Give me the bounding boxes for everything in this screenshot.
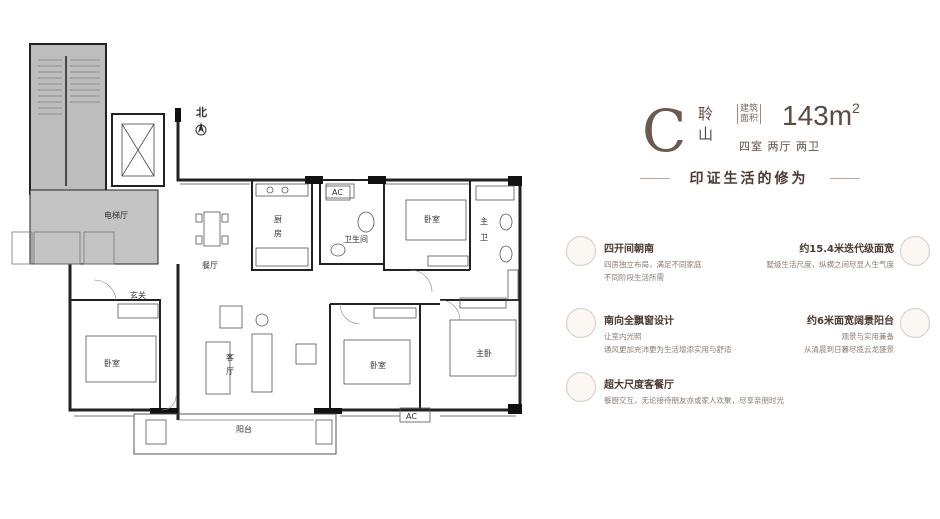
ac-label-bottom: AC xyxy=(406,412,417,421)
kitchen-counter xyxy=(255,183,309,267)
bathroom-fixtures xyxy=(325,185,515,263)
feature-desc: 观景与实用兼备 从清晨到日暮尽揽云龙盛景 xyxy=(804,330,894,356)
width-icon xyxy=(900,236,930,266)
dining-icon xyxy=(566,372,596,402)
feature-desc-line: 观景与实用兼备 xyxy=(841,332,895,341)
room-count: 四室 两厅 两卫 xyxy=(739,140,820,153)
label-master-bath-1: 主 xyxy=(480,216,488,226)
label-kitchen-2: 房 xyxy=(274,228,282,238)
six-m-icon xyxy=(900,308,930,338)
feature-desc-line: 不同阶段生活所需 xyxy=(604,273,664,282)
area-tag-line-1: 建筑 xyxy=(740,104,759,114)
label-bedroom-top: 卧室 xyxy=(424,214,440,224)
slogan: 印证生活的修为 xyxy=(689,171,809,187)
ac-label-top: AC xyxy=(332,188,343,197)
unit-name: 聆 山 xyxy=(698,104,716,144)
feature-desc-line: 从清晨到日暮尽揽云龙盛景 xyxy=(804,345,894,354)
feature-desc-line: 四房独立布局，满足不同家庭 xyxy=(604,260,702,269)
area-value: 143m2 xyxy=(782,100,860,132)
feature-title: 南向全飘窗设计 xyxy=(604,316,674,327)
feature-desc-line: 通风更加充沛更为生活增添实用与舒适 xyxy=(604,345,732,354)
unit-name-char-2: 山 xyxy=(698,125,714,143)
ac-units xyxy=(325,183,431,423)
north-label: 北 xyxy=(196,106,207,119)
wardrobes xyxy=(373,255,519,319)
elevator-hall-area xyxy=(29,189,159,265)
interior-walls xyxy=(70,179,520,410)
label-bedroom-left: 卧室 xyxy=(104,358,120,368)
feature-desc-line: 餐厨交互，无论接待朋友亦或家人欢聚，尽享亲朋时光 xyxy=(604,396,784,405)
feature-title: 约6米面宽阔景阳台 xyxy=(807,316,894,327)
structural-columns xyxy=(150,108,522,414)
stair-treads xyxy=(38,56,100,186)
unit-name-char-1: 聆 xyxy=(698,105,714,123)
label-elevator-hall: 电梯厅 xyxy=(104,210,128,220)
label-master-bath-2: 卫 xyxy=(480,233,488,242)
beds xyxy=(85,199,517,385)
feature-desc: 墅级生活尺度，纵横之间尽显人生气度 xyxy=(767,258,895,271)
living-furniture xyxy=(117,303,317,395)
slogan-divider-right xyxy=(830,178,860,179)
area-unit-sup: 2 xyxy=(852,100,860,116)
area-tag: 建筑 面积 xyxy=(737,104,762,124)
door-swings xyxy=(93,269,461,411)
label-master-bed: 主卧 xyxy=(476,348,492,358)
feature-desc: 餐厨交互，无论接待朋友亦或家人欢聚，尽享亲朋时光 xyxy=(604,394,784,407)
feature-desc: 让室内光照 通风更加充沛更为生活增添实用与舒适 xyxy=(604,330,732,356)
house-icon xyxy=(566,236,596,266)
feature-title: 约15.4米迭代级面宽 xyxy=(799,244,894,255)
area-tag-line-2: 面积 xyxy=(740,114,759,124)
feature-title: 四开间朝南 xyxy=(604,244,654,255)
feature-desc: 四房独立布局，满足不同家庭 不同阶段生活所需 xyxy=(604,258,702,284)
label-bathroom: 卫生间 xyxy=(344,234,368,244)
feature-desc-line: 墅级生活尺度，纵横之间尽显人生气度 xyxy=(766,260,895,269)
label-entrance: 玄关 xyxy=(130,290,146,300)
label-kitchen-1: 厨 xyxy=(274,215,282,224)
label-balcony: 阳台 xyxy=(236,424,252,434)
floor-plan: AC AC 电梯厅 餐厅 厨 房 卫生间 卧室 主 卫 玄关 客 厅 卧室 卧室… xyxy=(11,43,522,455)
dining-table xyxy=(195,211,229,247)
balcony-area xyxy=(133,413,337,455)
label-dining: 餐厅 xyxy=(202,261,218,270)
balcony-washer xyxy=(145,419,333,445)
label-bedroom-mid: 卧室 xyxy=(370,360,386,370)
sun-icon xyxy=(566,308,596,338)
unit-type-letter: C xyxy=(642,97,687,165)
label-living-1: 客 xyxy=(226,352,234,362)
left-bay xyxy=(11,231,115,265)
area-number: 143m xyxy=(782,100,853,131)
feature-desc-line: 让室内光照 xyxy=(604,332,642,341)
slogan-divider-left xyxy=(640,178,670,179)
feature-title: 超大尺度客餐厅 xyxy=(604,380,674,391)
label-living-2: 厅 xyxy=(226,367,234,376)
stair-core xyxy=(29,43,107,195)
